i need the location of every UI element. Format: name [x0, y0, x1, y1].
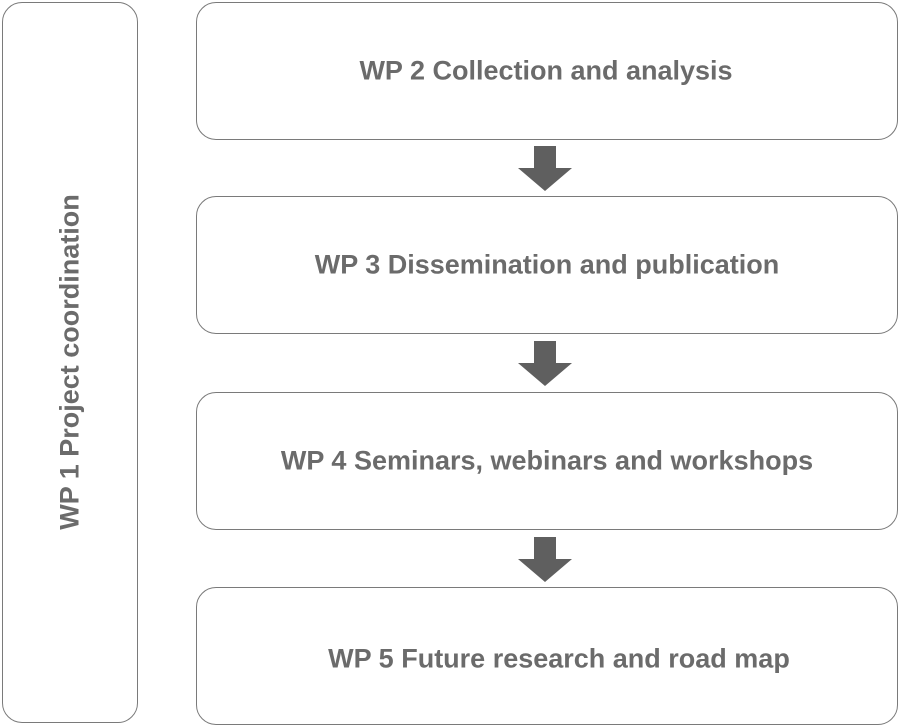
- down-arrow-icon: [518, 146, 572, 191]
- wp4-box: WP 4 Seminars, webinars and workshops: [196, 392, 898, 530]
- wp2-label: WP 2 Collection and analysis: [359, 55, 733, 86]
- wp1-coordination-label: WP 1 Project coordination: [54, 194, 85, 530]
- wp1-coordination-box: [2, 2, 138, 723]
- wp4-label: WP 4 Seminars, webinars and workshops: [280, 445, 814, 476]
- down-arrow-icon: [518, 537, 572, 582]
- wp5-label: WP 5 Future research and road map: [328, 643, 790, 674]
- wp3-box: WP 3 Dissemination and publication: [196, 196, 898, 334]
- down-arrow-icon: [518, 341, 572, 386]
- wp3-label: WP 3 Dissemination and publication: [314, 249, 780, 280]
- wp2-box: WP 2 Collection and analysis: [196, 2, 898, 140]
- wp5-box: WP 5 Future research and road map: [196, 587, 898, 725]
